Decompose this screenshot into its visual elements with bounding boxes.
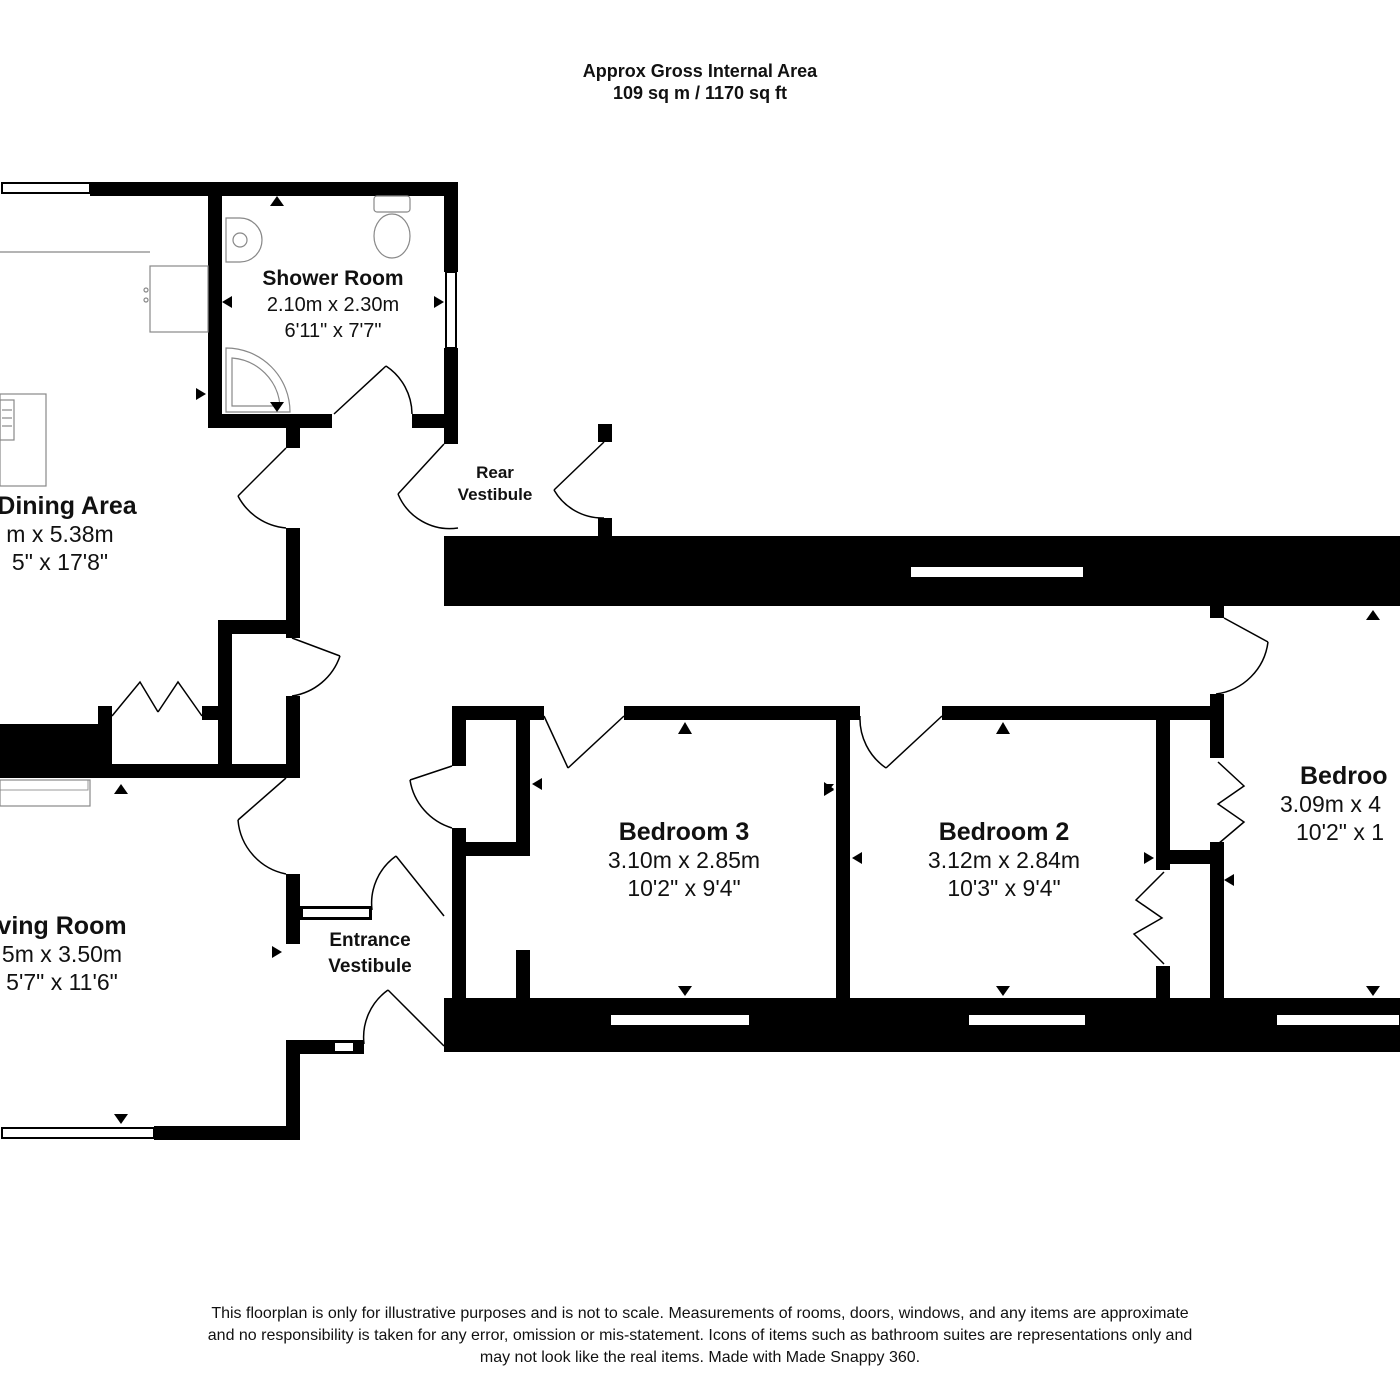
room-imperial: 5'7" x 11'6" bbox=[6, 969, 118, 995]
room-label-shower: Shower Room 2.10m x 2.30m 6'11" x 7'7" bbox=[262, 266, 403, 344]
room-imperial: 10'2" x 9'4" bbox=[627, 875, 741, 901]
room-imperial: 5" x 17'8" bbox=[11, 549, 109, 575]
label-line-1: Entrance bbox=[329, 930, 411, 951]
label-line-2: Vestibule bbox=[457, 485, 533, 504]
area-value: 109 sq m / 1170 sq ft bbox=[612, 83, 788, 103]
room-name: / Dining Area bbox=[0, 492, 137, 520]
disclaimer-line: This floorplan is only for illustrative … bbox=[211, 1305, 1189, 1322]
room-metric: 2.10m x 2.30m bbox=[266, 294, 400, 316]
room-label-bedroom-3: Bedroom 3 3.10m x 2.85m 10'2" x 9'4" bbox=[608, 818, 760, 902]
walls bbox=[0, 182, 1400, 1140]
disclaimer-line: and no responsibility is taken for any e… bbox=[207, 1327, 1193, 1344]
room-metric: 3.12m x 2.84m bbox=[927, 847, 1081, 873]
label-line-1: Rear bbox=[476, 463, 514, 482]
room-name: ving Room bbox=[0, 912, 127, 940]
room-imperial: 10'3" x 9'4" bbox=[947, 875, 1061, 901]
room-label-bedroom-1: Bedroo 3.09m x 4 10'2" x 1 bbox=[1280, 762, 1388, 846]
room-label-kitchen-dining: / Dining Area m x 5.38m 5" x 17'8" bbox=[0, 492, 137, 576]
room-metric: m x 5.38m bbox=[6, 521, 114, 547]
room-metric: 5m x 3.50m bbox=[1, 941, 123, 967]
room-metric: 3.10m x 2.85m bbox=[607, 847, 761, 873]
room-name: Bedroom 2 bbox=[938, 818, 1070, 846]
room-metric: 3.09m x 4 bbox=[1280, 791, 1381, 817]
room-name: Bedroom 3 bbox=[618, 818, 750, 846]
room-imperial: 10'2" x 1 bbox=[1296, 819, 1385, 845]
area-title: Approx Gross Internal Area bbox=[582, 61, 818, 81]
room-name: Shower Room bbox=[262, 267, 404, 290]
disclaimer-footer: This floorplan is only for illustrative … bbox=[100, 1303, 1300, 1369]
room-label-rear-vestibule: Rear Vestibule bbox=[458, 462, 533, 506]
gross-area-header: Approx Gross Internal Area 109 sq m / 11… bbox=[0, 60, 1400, 104]
windows bbox=[0, 182, 1400, 1139]
direction-arrows bbox=[114, 196, 1380, 1124]
room-label-entrance-vestibule: Entrance Vestibule bbox=[328, 928, 411, 980]
doors bbox=[111, 365, 1269, 1047]
room-imperial: 6'11" x 7'7" bbox=[284, 320, 382, 342]
room-label-living: ving Room 5m x 3.50m 5'7" x 11'6" bbox=[0, 912, 127, 996]
kitchen-fixtures bbox=[0, 251, 209, 807]
disclaimer-line: may not look like the real items. Made w… bbox=[479, 1349, 921, 1366]
label-line-2: Vestibule bbox=[328, 956, 412, 977]
room-label-bedroom-2: Bedroom 2 3.12m x 2.84m 10'3" x 9'4" bbox=[928, 818, 1080, 902]
room-name: Bedroo bbox=[1300, 762, 1388, 790]
